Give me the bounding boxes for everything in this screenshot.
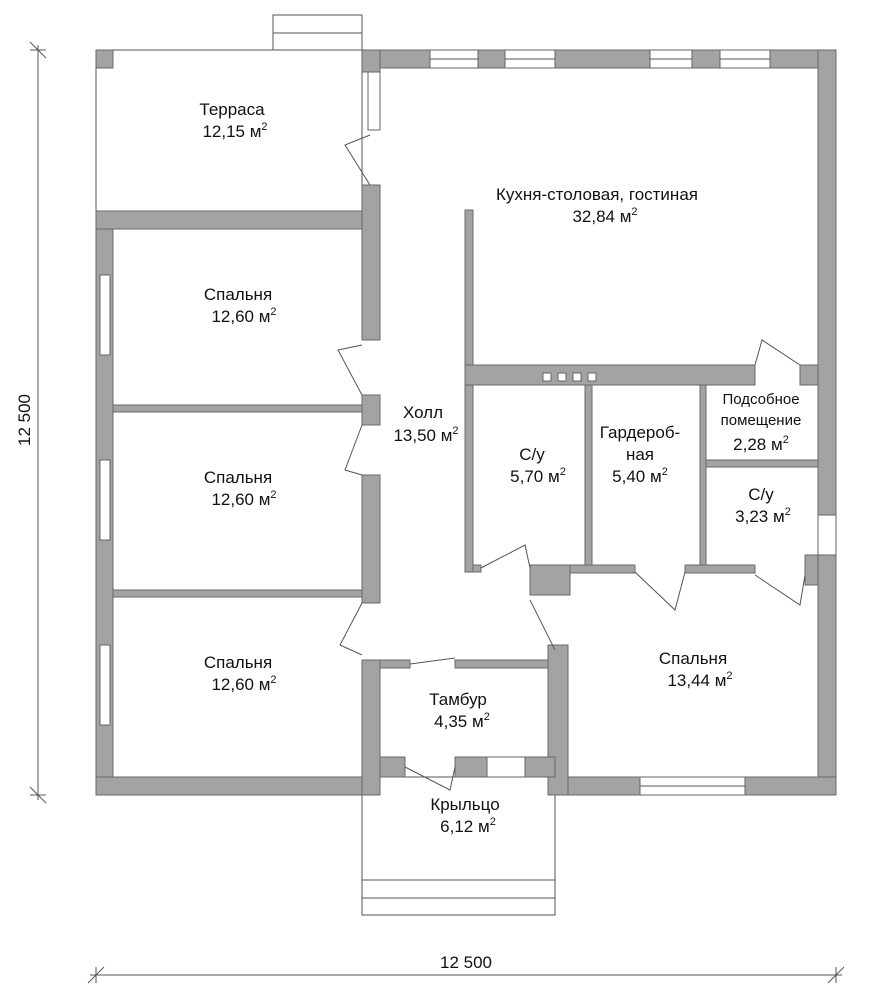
room-name: Крыльцо <box>430 795 499 814</box>
room-hall: Холл 13,50 м2 <box>393 403 458 445</box>
room-name: Спальня <box>659 649 727 668</box>
windows <box>99 49 837 796</box>
room-name: Тамбур <box>429 690 487 709</box>
dimension-horizontal: 12 500 <box>87 953 845 984</box>
room-vestibule: Тамбур 4,35 м2 <box>429 690 490 731</box>
room-area: 2,28 м2 <box>733 434 789 454</box>
room-wardrobe: Гардероб- ная 5,40 м2 <box>600 423 680 486</box>
room-terrace: Терраса 12,15 м2 <box>199 100 267 141</box>
room-name: Кухня-столовая, гостиная <box>496 185 698 204</box>
room-bedroom-3: Спальня 12,60 м2 <box>204 653 277 694</box>
room-bedroom-4: Спальня 13,44 м2 <box>659 649 733 690</box>
room-name: Подсобное <box>722 391 799 408</box>
room-name: Спальня <box>204 468 272 487</box>
room-area: 5,40 м2 <box>612 466 668 486</box>
room-bathroom-1: С/у 5,70 м2 <box>510 445 566 486</box>
dimension-vertical: 12 500 <box>15 41 47 804</box>
room-name: С/у <box>519 445 545 464</box>
room-name: С/у <box>748 485 774 504</box>
room-area: 12,60 м2 <box>211 674 276 694</box>
dimension-width-label: 12 500 <box>440 953 492 972</box>
room-name: Спальня <box>204 653 272 672</box>
room-bedroom-2: Спальня 12,60 м2 <box>204 468 277 509</box>
room-area: 13,50 м2 <box>393 425 458 445</box>
room-name: Гардероб- <box>600 423 680 442</box>
ventilation-ducts <box>542 372 597 382</box>
room-bathroom-2: С/у 3,23 м2 <box>735 485 791 526</box>
room-area: 13,44 м2 <box>667 670 732 690</box>
room-area: 12,60 м2 <box>211 306 276 326</box>
room-area: 6,12 м2 <box>440 816 496 836</box>
room-name: Терраса <box>199 100 265 119</box>
room-area: 12,15 м2 <box>202 121 267 141</box>
room-name: Холл <box>403 403 443 422</box>
room-name: Спальня <box>204 285 272 304</box>
room-area: 32,84 м2 <box>572 206 637 226</box>
doors <box>337 134 806 791</box>
room-name-2: помещение <box>721 412 802 429</box>
room-area: 12,60 м2 <box>211 489 276 509</box>
room-area: 4,35 м2 <box>434 711 490 731</box>
room-bedroom-1: Спальня 12,60 м2 <box>204 285 277 326</box>
room-area: 5,70 м2 <box>510 466 566 486</box>
room-area: 3,23 м2 <box>735 506 791 526</box>
room-utility: Подсобное помещение 2,28 м2 <box>721 391 802 454</box>
dimension-height-label: 12 500 <box>15 394 34 446</box>
room-porch: Крыльцо 6,12 м2 <box>430 795 499 836</box>
room-kitchen-living: Кухня-столовая, гостиная 32,84 м2 <box>496 185 698 226</box>
room-name-2: ная <box>626 445 654 464</box>
